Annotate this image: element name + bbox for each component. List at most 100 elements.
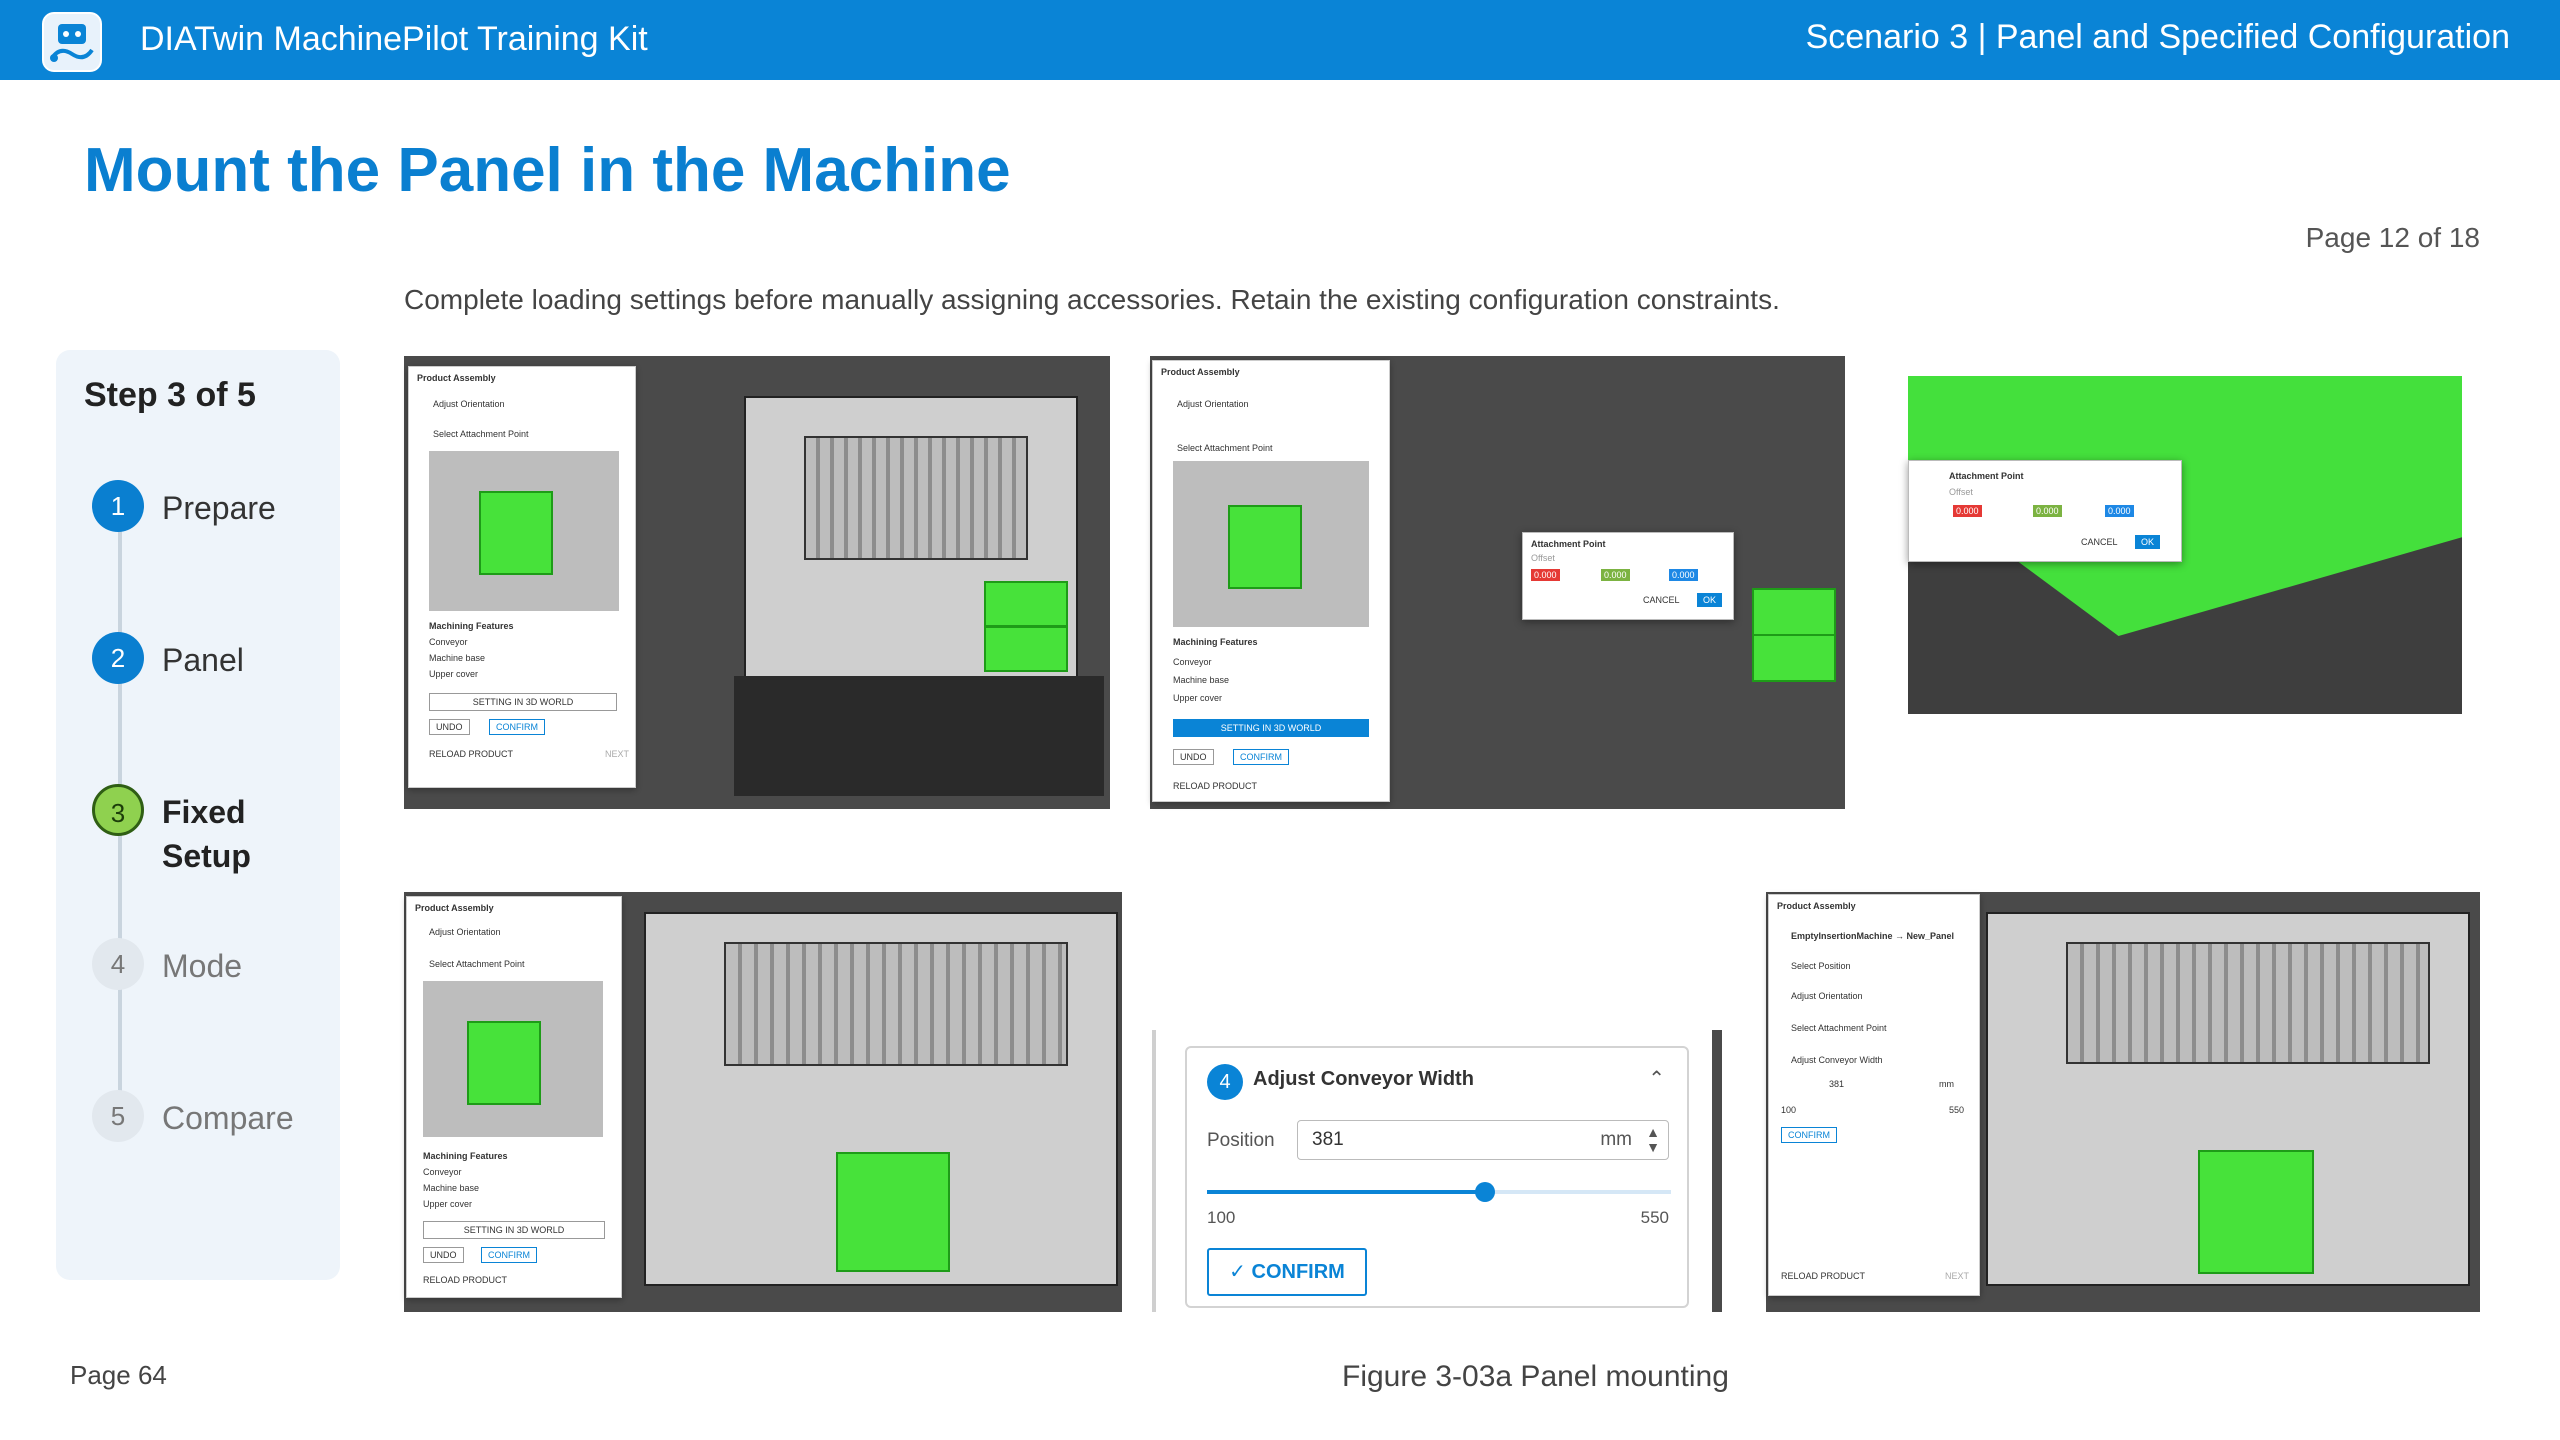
green-panel [984, 626, 1068, 672]
setting-3d-button[interactable]: SETTING IN 3D WORLD [429, 693, 617, 711]
step-select-attachment[interactable]: Select Attachment Point [433, 429, 529, 439]
x-value[interactable]: 0.000 [1953, 505, 1982, 517]
green-panel [1228, 505, 1302, 589]
confirm-button[interactable]: CONFIRM [481, 1247, 537, 1263]
assembly-panel: Product Assembly Adjust Orientation Sele… [406, 896, 622, 1298]
instruction-text: Complete loading settings before manuall… [404, 284, 1780, 315]
step-number: 3 [92, 784, 144, 836]
y-value[interactable]: 0.000 [2033, 505, 2062, 517]
dialog-cancel[interactable]: CANCEL [2081, 537, 2118, 547]
panel-title: Product Assembly [417, 373, 496, 383]
z-value[interactable]: 0.000 [1669, 569, 1698, 581]
dialog-ok[interactable]: OK [2135, 535, 2161, 549]
machine-name: EmptyInsertionMachine → New_Panel [1791, 931, 1955, 941]
step-number: 2 [92, 632, 144, 684]
step-select-attachment[interactable]: Select Attachment Point [429, 959, 525, 969]
check-icon: ✓ [1229, 1261, 1246, 1283]
step-select-attachment[interactable]: Select Attachment Point [1791, 1023, 1887, 1033]
reload-button[interactable]: RELOAD PRODUCT [429, 749, 514, 759]
reload-button[interactable]: RELOAD PRODUCT [1781, 1271, 1866, 1281]
feature-item: Machine base [423, 1183, 480, 1193]
undo-button[interactable]: UNDO [429, 719, 470, 735]
y-value[interactable]: 0.000 [1601, 569, 1630, 581]
machine-slots [724, 942, 1068, 1066]
position-unit: mm [1939, 1079, 1954, 1089]
step-adjust-orientation[interactable]: Adjust Orientation [433, 399, 505, 409]
z-value[interactable]: 0.000 [2105, 505, 2134, 517]
confirm-button[interactable]: ✓ CONFIRM [1207, 1248, 1367, 1296]
step-label: Prepare [162, 490, 276, 526]
x-value[interactable]: 0.000 [1531, 569, 1560, 581]
width-slider[interactable] [1207, 1182, 1671, 1202]
screen-edge [1152, 1030, 1156, 1312]
screenshot-assembly-2: Attachment Point Offset 0.000 0.000 0.00… [1150, 356, 1845, 809]
adjust-title: Adjust Conveyor Width [1253, 1068, 1474, 1090]
step-number: 1 [92, 480, 144, 532]
step-number: 5 [92, 1090, 144, 1142]
screen-edge [1712, 1030, 1722, 1312]
next-button[interactable]: NEXT [1945, 1271, 1970, 1281]
position-input[interactable]: 381 mm ▲▼ [1297, 1120, 1669, 1160]
screenshot-conveyor-width: Product Assembly EmptyInsertionMachine →… [1766, 892, 2480, 1312]
stepper-arrows-icon[interactable]: ▲▼ [1646, 1124, 1660, 1155]
next-button[interactable]: NEXT [605, 749, 630, 759]
green-panel [836, 1152, 950, 1272]
setting-3d-button[interactable]: SETTING IN 3D WORLD [423, 1221, 605, 1239]
undo-button[interactable]: UNDO [423, 1247, 464, 1263]
green-panel [2198, 1150, 2314, 1274]
panel-title: Product Assembly [1161, 367, 1240, 377]
step-adjust-conveyor[interactable]: Adjust Conveyor Width [1791, 1055, 1883, 1065]
step-adjust-orientation[interactable]: Adjust Orientation [1177, 399, 1249, 409]
screenshot-assembly-1: Product Assembly Adjust Orientation Sele… [404, 356, 1110, 809]
machine-slots [2066, 942, 2430, 1064]
undo-button[interactable]: UNDO [1173, 749, 1214, 765]
attachment-dialog: Attachment Point Offset 0.000 0.000 0.00… [1908, 460, 2182, 562]
scenario-label: Scenario 3 | Panel and Specified Configu… [1805, 18, 2510, 56]
slider-knob[interactable] [1475, 1182, 1496, 1202]
step-number: 4 [92, 938, 144, 990]
dialog-cancel[interactable]: CANCEL [1643, 595, 1680, 605]
figure-caption: Figure 3-03a Panel mounting [1342, 1360, 1729, 1393]
step-adjust-orientation[interactable]: Adjust Orientation [429, 927, 501, 937]
confirm-button[interactable]: CONFIRM [1781, 1127, 1837, 1143]
product-preview [429, 451, 619, 611]
slider-fill [1207, 1190, 1486, 1194]
step-badge: 4 [1207, 1064, 1243, 1100]
features-heading: Machining Features [423, 1151, 508, 1161]
feature-item: Machine base [1173, 675, 1230, 685]
slider-max: 550 [1949, 1105, 1965, 1115]
dialog-title: Attachment Point [1531, 539, 1606, 549]
header-bar: DIATwin MachinePilot Training Kit Scenar… [0, 0, 2560, 80]
product-preview [1173, 461, 1369, 627]
step-label: Fixed Setup [162, 794, 251, 874]
green-panel [1752, 588, 1836, 636]
screenshot-attachment-zoom: Attachment Point Offset 0.000 0.000 0.00… [1908, 376, 2462, 714]
setting-3d-button[interactable]: SETTING IN 3D WORLD [1173, 719, 1369, 737]
feature-item: Machine base [429, 653, 486, 663]
green-panel [467, 1021, 541, 1105]
feature-item: Conveyor [429, 637, 468, 647]
position-value: 381 [1312, 1129, 1344, 1150]
page-indicator: Page 12 of 18 [2305, 222, 2480, 253]
screenshot-assembly-3: Product Assembly Adjust Orientation Sele… [404, 892, 1122, 1312]
assembly-panel: Product Assembly Adjust Orientation Sele… [1152, 360, 1390, 802]
position-value[interactable]: 381 [1829, 1079, 1845, 1089]
step-select-position[interactable]: Select Position [1791, 961, 1851, 971]
reload-button[interactable]: RELOAD PRODUCT [423, 1275, 508, 1285]
confirm-button[interactable]: CONFIRM [1233, 749, 1289, 765]
step-select-attachment[interactable]: Select Attachment Point [1177, 443, 1273, 453]
offset-label: Offset [1949, 487, 1973, 497]
chevron-up-icon[interactable]: ⌃ [1648, 1068, 1665, 1090]
step-label: Panel [162, 642, 244, 678]
feature-item: Conveyor [423, 1167, 462, 1177]
dialog-ok[interactable]: OK [1697, 593, 1723, 607]
offset-label: Offset [1531, 553, 1555, 563]
robot-app-icon [42, 12, 102, 72]
dialog-title: Attachment Point [1949, 471, 2024, 481]
reload-button[interactable]: RELOAD PRODUCT [1173, 781, 1258, 791]
assembly-panel: Product Assembly Adjust Orientation Sele… [408, 366, 636, 788]
app-title: DIATwin MachinePilot Training Kit [140, 20, 648, 58]
confirm-button[interactable]: CONFIRM [489, 719, 545, 735]
step-adjust-orientation[interactable]: Adjust Orientation [1791, 991, 1863, 1001]
slider-min: 100 [1781, 1105, 1797, 1115]
